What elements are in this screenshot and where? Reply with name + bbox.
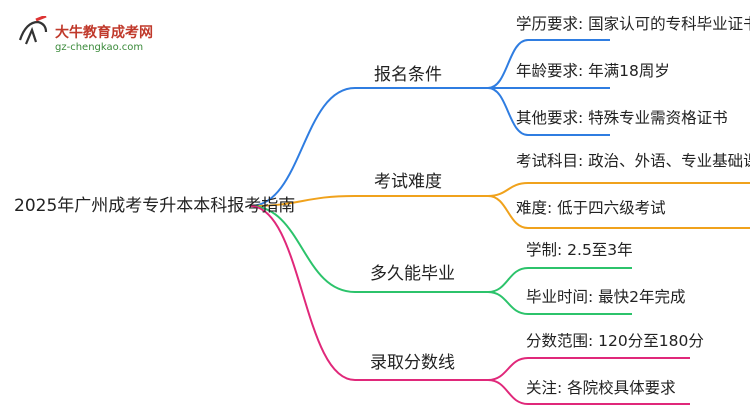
leaf-education-requirement: 学历要求: 国家认可的专科毕业证书 (516, 15, 750, 33)
branch-connector (249, 205, 488, 293)
root-topic: 2025年广州成考专升本本科报考指南 (14, 196, 296, 216)
leaf-connector (487, 291, 632, 315)
leaf-study-duration: 学制: 2.5至3年 (526, 241, 633, 259)
branch-connector (249, 205, 488, 381)
leaf-graduation-time: 毕业时间: 最快2年完成 (526, 288, 686, 306)
leaf-attention: 关注: 各院校具体要求 (526, 379, 676, 397)
branch-connector (249, 195, 488, 207)
leaf-score-range: 分数范围: 120分至180分 (526, 332, 704, 350)
leaf-connector (487, 357, 690, 381)
leaf-connector (487, 39, 610, 89)
branch-admission-score: 录取分数线 (370, 353, 455, 373)
branch-exam-difficulty: 考试难度 (374, 172, 442, 192)
leaf-exam-subjects: 考试科目: 政治、外语、专业基础课 (516, 152, 750, 170)
branch-connector (249, 87, 488, 207)
logo: 大牛教育成考网 gz-chengkao.com (12, 10, 172, 53)
leaf-connector (487, 182, 750, 197)
leaf-other-requirement: 其他要求: 特殊专业需资格证书 (516, 109, 728, 127)
leaf-connector (487, 267, 632, 293)
leaf-connector (487, 379, 690, 405)
leaf-difficulty: 难度: 低于四六级考试 (516, 199, 666, 217)
logo-url: gz-chengkao.com (55, 42, 144, 53)
leaf-age-requirement: 年龄要求: 年满18周岁 (516, 62, 670, 80)
branch-graduation-time: 多久能毕业 (370, 264, 455, 284)
leaf-connector (487, 87, 610, 136)
logo-mark-icon (18, 16, 48, 45)
leaf-connector (487, 195, 750, 229)
branch-registration: 报名条件 (374, 65, 442, 85)
logo-title: 大牛教育成考网 (55, 25, 153, 41)
